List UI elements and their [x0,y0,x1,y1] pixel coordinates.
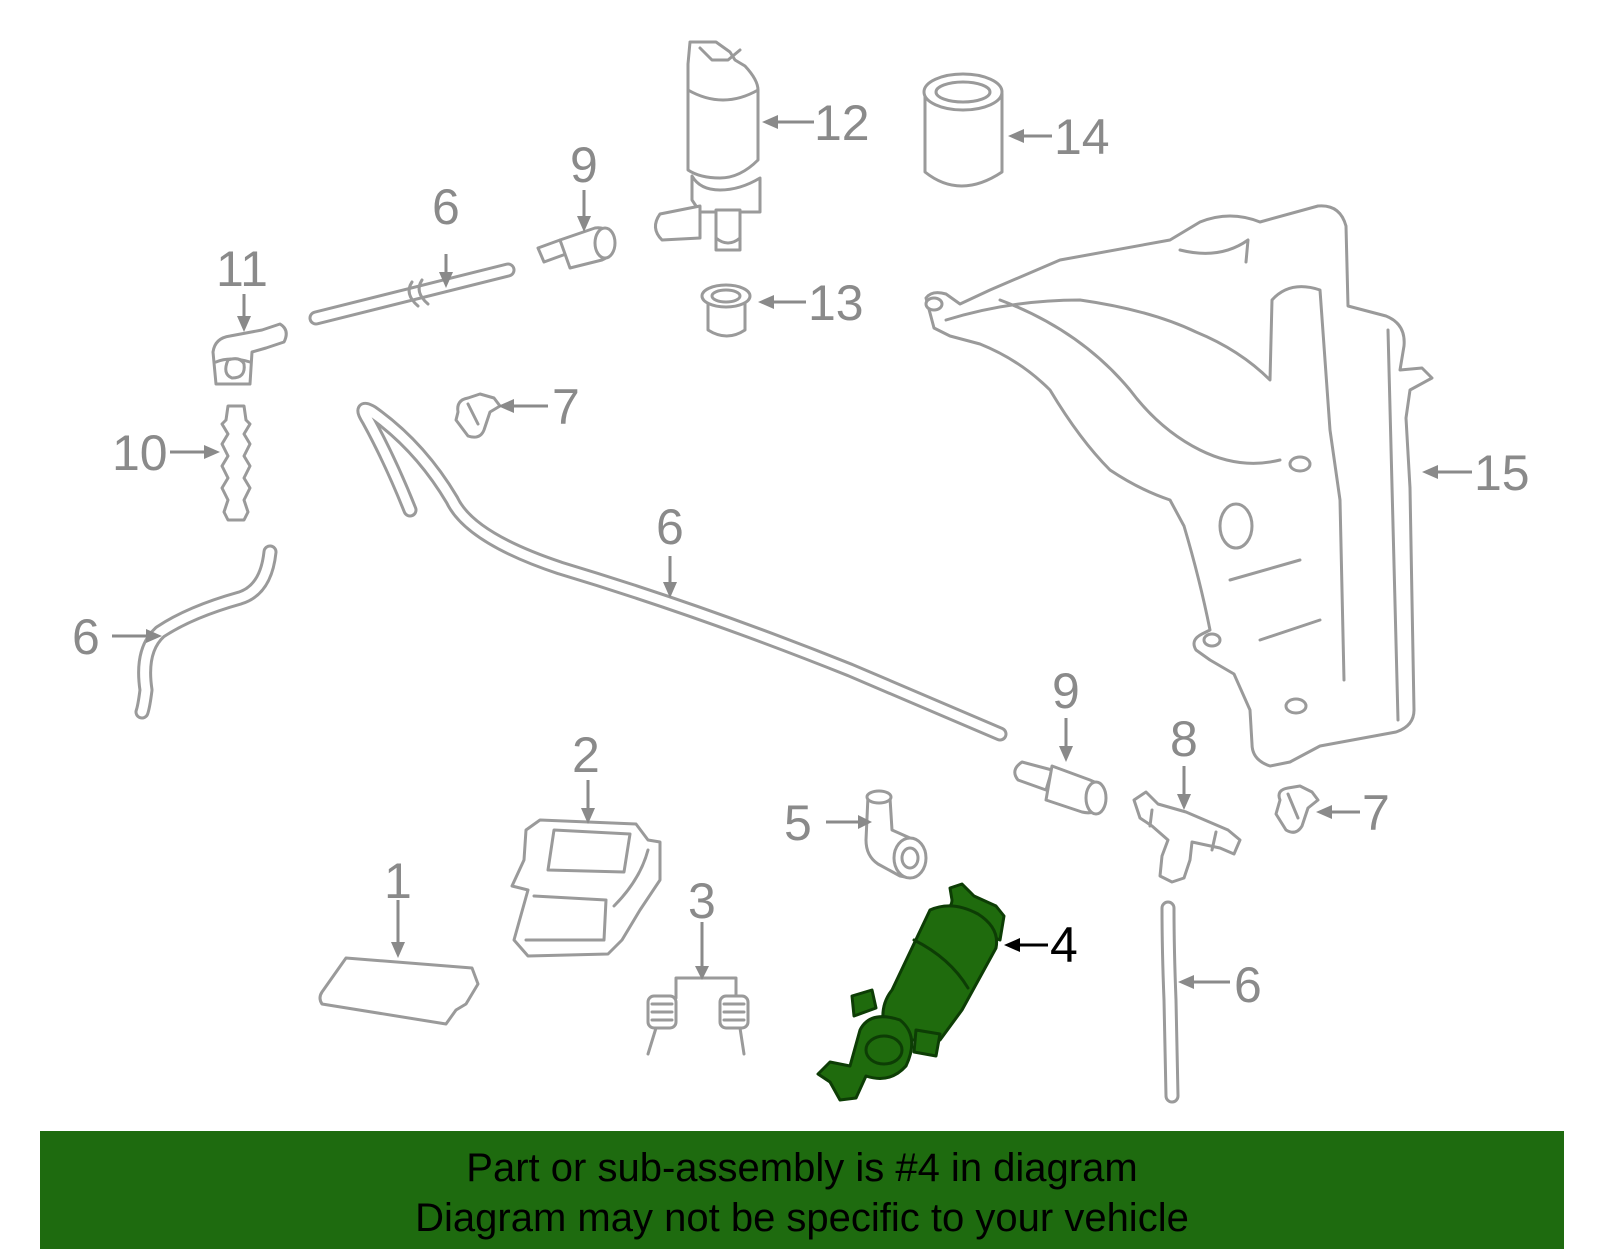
callout-9-upper: 9 [570,137,598,193]
callout-6-middle: 6 [656,499,684,555]
callout-7-lower: 7 [1362,785,1390,841]
callout-13: 13 [808,275,864,331]
part-9-check-valve-lower[interactable] [1013,760,1108,816]
callout-12: 12 [814,95,870,151]
callout-1: 1 [384,853,412,909]
part-11-elbow-connector[interactable] [211,322,288,386]
banner-disclaimer: Diagram may not be specific to your vehi… [415,1196,1189,1240]
part-12-washer-pump[interactable] [654,40,762,252]
part-5-elbow[interactable] [864,789,928,880]
info-banner: Part or sub-assembly is #4 in diagram Di… [40,1131,1564,1249]
leader-arrows [112,115,1472,989]
part-4-headlamp-washer-nozzle[interactable] [816,882,1006,1102]
part-1-cover-plate[interactable] [318,956,480,1026]
banner-part-notice: Part or sub-assembly is #4 in diagram [466,1146,1138,1190]
part-9-check-valve-upper[interactable] [536,226,617,270]
part-7-clip-lower[interactable] [1274,784,1320,834]
part-6-hose-long[interactable] [356,401,1008,742]
callout-5: 5 [784,795,812,851]
callout-8: 8 [1170,711,1198,767]
callout-15: 15 [1474,445,1530,501]
callout-6-left: 6 [72,609,100,665]
part-7-clip-upper[interactable] [454,392,502,439]
part-15-reservoir-tank[interactable] [924,204,1434,768]
callout-14: 14 [1054,109,1110,165]
part-6-hose-left-curved[interactable] [134,544,278,720]
callout-7-upper: 7 [552,379,580,435]
part-10-straight-connector[interactable] [220,404,252,522]
callout-11: 11 [216,241,268,297]
callout-3: 3 [688,873,716,929]
callout-labels: 1 2 3 4 5 6 6 6 6 7 7 8 9 9 10 11 12 13 … [72,95,1530,1013]
part-2-bracket[interactable] [510,818,662,958]
part-6-hose-vertical[interactable] [1160,900,1180,1104]
part-3-springs[interactable] [646,976,750,1056]
callout-2: 2 [572,727,600,783]
part-8-tee-connector[interactable] [1132,790,1242,884]
part-6-hose-straight-short[interactable] [308,262,516,326]
callout-6-upper: 6 [432,179,460,235]
part-14-cylinder[interactable] [922,72,1004,188]
callout-6-lower-right: 6 [1234,957,1262,1013]
part-13-grommet[interactable] [700,283,752,338]
callout-10: 10 [112,425,168,481]
callout-4: 4 [1050,917,1078,973]
callout-9-lower: 9 [1052,663,1080,719]
